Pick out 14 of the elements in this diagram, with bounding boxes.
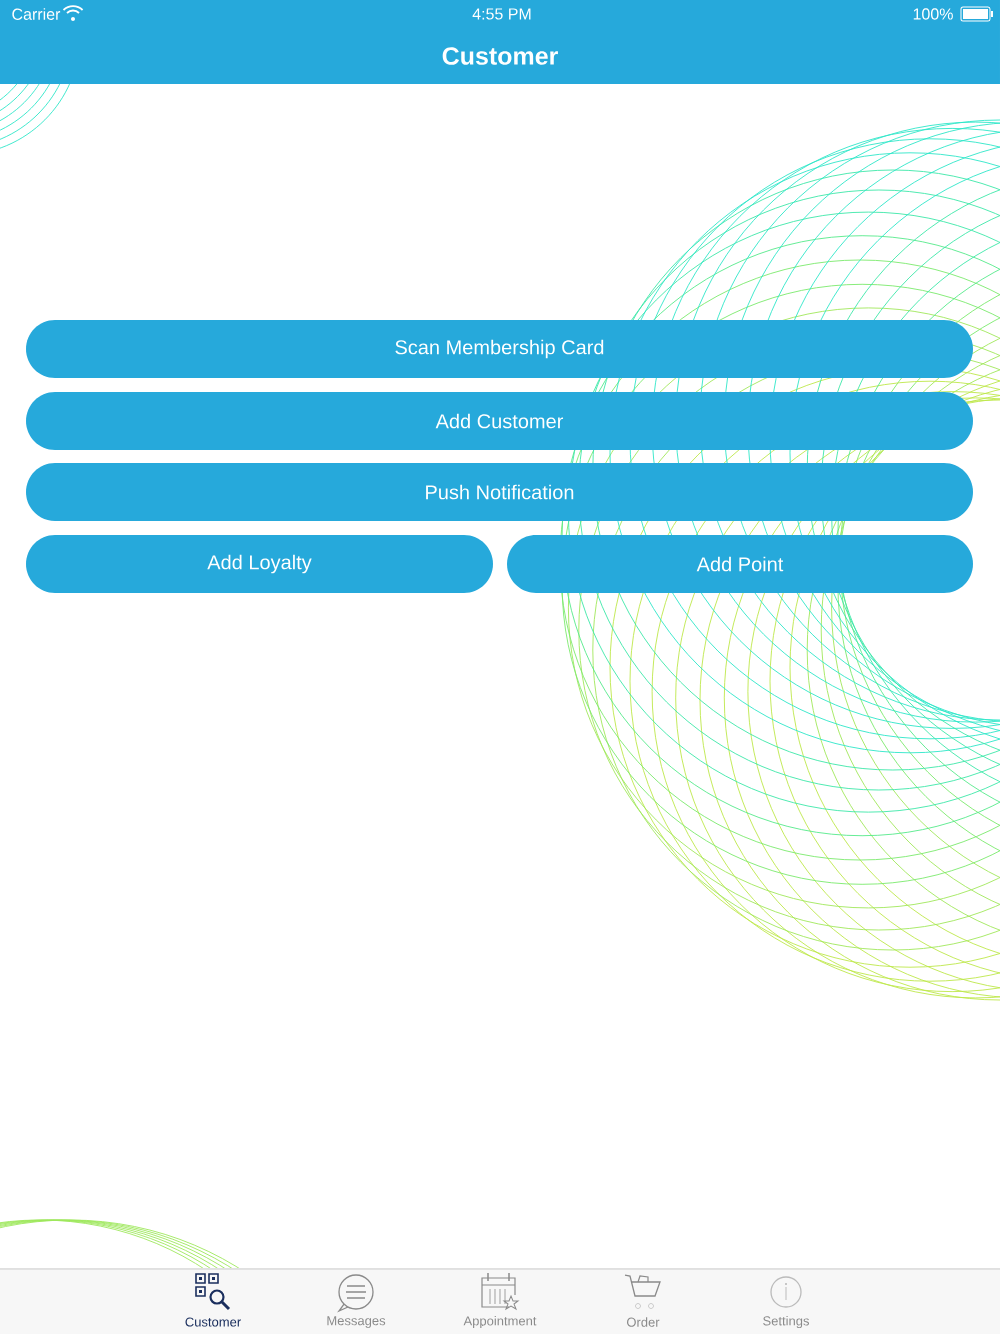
tab-label: Appointment [463,1315,537,1329]
action-button: Scan Membership Card [26,320,973,378]
tab-label: Settings [763,1315,809,1329]
battery-label: 100% [913,8,953,20]
tab-label: Messages [327,1316,386,1328]
action-button: Add Loyalty [26,535,493,593]
tab-label: Order [627,1317,660,1327]
action-button: Add Point [507,535,973,593]
time-label: 4:55 PM [472,8,531,20]
action-button: Add Customer [26,392,973,450]
tab-label: Customer [185,1317,241,1327]
action-button: Push Notification [26,463,973,521]
carrier-label: Carrier [12,8,61,20]
screen-title: Customer [442,47,558,65]
